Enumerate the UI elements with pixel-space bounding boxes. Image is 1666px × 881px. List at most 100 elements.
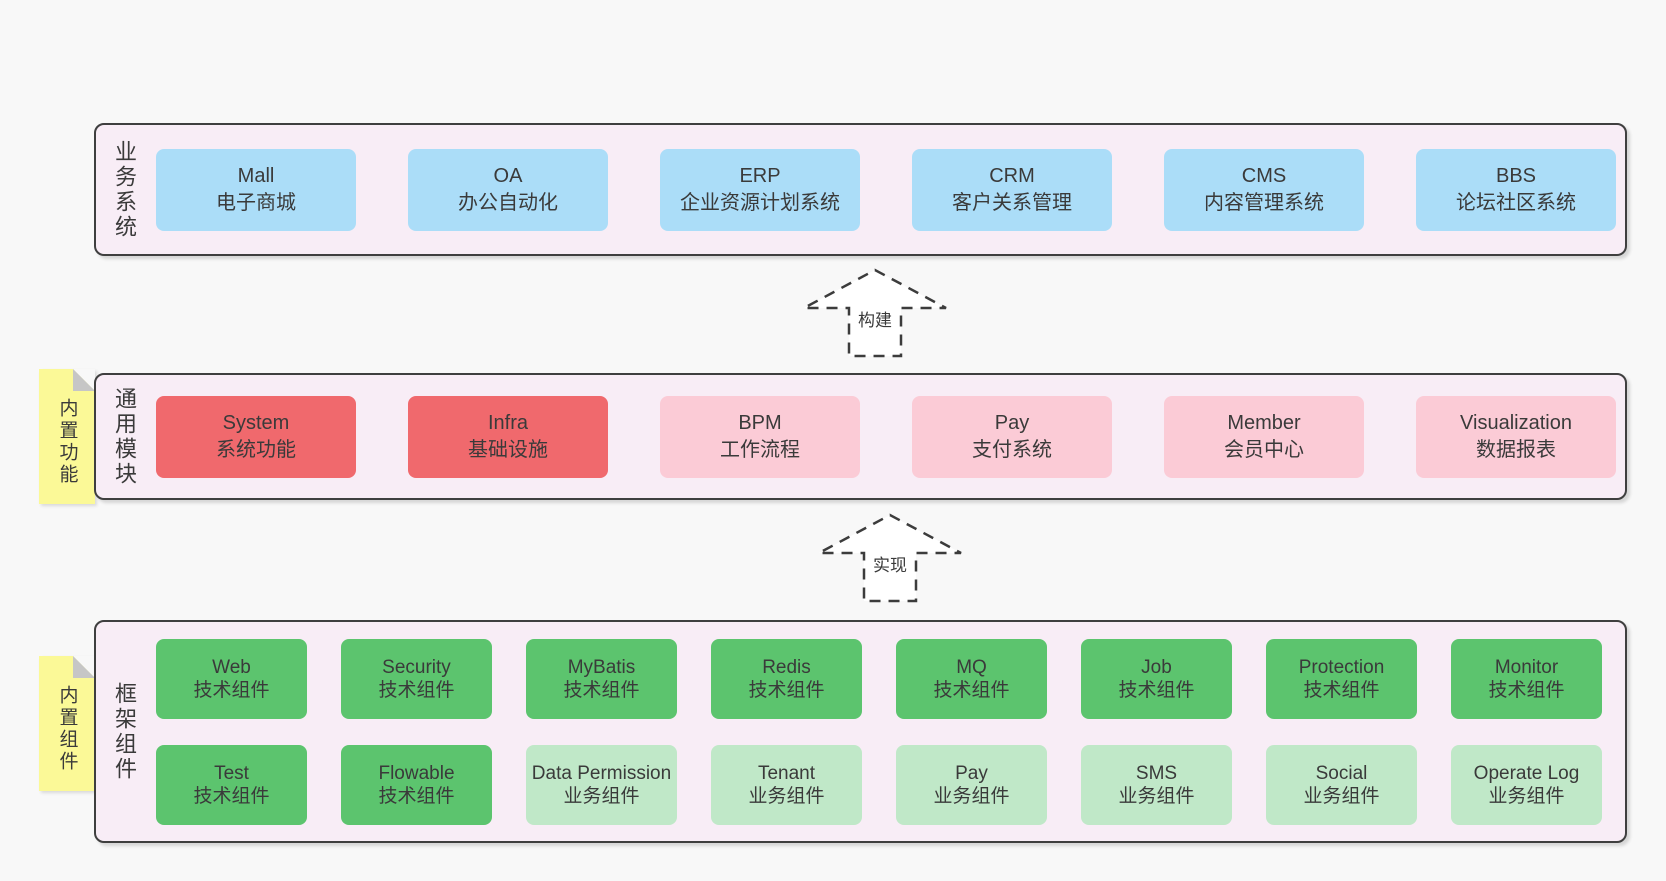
box-desc: 业务组件 — [563, 785, 640, 807]
sticky-note-built-in-features: 内置功能 — [39, 369, 95, 504]
sticky-label-built-in-features: 内置功能 — [56, 397, 78, 486]
box-desc: 业务组件 — [1118, 785, 1195, 807]
box-desc: 技术组件 — [933, 679, 1010, 701]
box-desc: 办公自动化 — [458, 191, 558, 214]
box-desc: 技术组件 — [1488, 679, 1565, 701]
box-name: CMS — [1241, 164, 1287, 187]
box-name: Web — [212, 656, 251, 678]
build-arrow: 构建 — [800, 267, 950, 359]
box-desc: 电子商城 — [216, 191, 296, 214]
sticky-note-built-in-components: 内置组件 — [39, 656, 95, 791]
box-system: System 系统功能 — [156, 395, 356, 478]
box-name: SMS — [1135, 762, 1178, 784]
box-name: Operate Log — [1473, 762, 1580, 784]
box-desc: 论坛社区系统 — [1456, 191, 1576, 214]
box-desc: 技术组件 — [563, 679, 640, 701]
box-bbs: BBS 论坛社区系统 — [1416, 148, 1616, 231]
box-oa: OA 办公自动化 — [408, 148, 608, 231]
box-desc: 会员中心 — [1224, 438, 1304, 461]
box-desc: 业务组件 — [1303, 785, 1380, 807]
box-pay: Pay 支付系统 — [912, 395, 1112, 478]
box-name: Member — [1227, 411, 1301, 434]
box-name: Flowable — [378, 762, 455, 784]
box-name: Test — [214, 762, 249, 784]
box-desc: 业务组件 — [933, 785, 1010, 807]
band-label-business-systems: 业务系统 — [112, 139, 137, 240]
box-name: Job — [1141, 656, 1172, 678]
box-name: Infra — [487, 411, 529, 434]
box-desc: 基础设施 — [468, 438, 548, 461]
box-desc: 技术组件 — [193, 679, 270, 701]
box-erp: ERP 企业资源计划系统 — [660, 148, 860, 231]
box-name: ERP — [739, 164, 781, 187]
band-business-systems: 业务系统 Mall 电子商城 OA 办公自动化 ERP 企业资源计划系统 CRM 客户关系管理… — [94, 123, 1627, 256]
band-label-common-modules: 通用模块 — [112, 386, 137, 487]
box-member: Member 会员中心 — [1164, 395, 1364, 478]
build-arrow-label: 构建 — [855, 305, 895, 332]
box-infra: Infra 基础设施 — [408, 395, 608, 478]
box-name: Security — [382, 656, 451, 678]
box-desc: 支付系统 — [972, 438, 1052, 461]
sticky-label-built-in-components: 内置组件 — [56, 684, 78, 773]
implement-arrow-label: 实现 — [870, 550, 910, 577]
box-name: MQ — [956, 656, 987, 678]
implement-arrow: 实现 — [815, 512, 965, 604]
band-content-business-systems: Mall 电子商城 OA 办公自动化 ERP 企业资源计划系统 CRM 客户关系管理 CMS 内容… — [156, 125, 1616, 254]
box-name: Mall — [237, 164, 275, 187]
box-name: BPM — [738, 411, 782, 434]
box-desc: 系统功能 — [216, 438, 296, 461]
box-name: Social — [1315, 762, 1368, 784]
box-desc: 内容管理系统 — [1204, 191, 1324, 214]
box-desc: 客户关系管理 — [952, 191, 1072, 214]
box-name: MyBatis — [567, 656, 636, 678]
box-name: OA — [493, 164, 523, 187]
box-name: Pay — [955, 762, 988, 784]
box-crm: CRM 客户关系管理 — [912, 148, 1112, 231]
band-label-framework-components: 框架组件 — [112, 681, 137, 782]
box-name: BBS — [1495, 164, 1537, 187]
box-desc: 技术组件 — [193, 785, 270, 807]
box-desc: 技术组件 — [378, 679, 455, 701]
box-desc: 企业资源计划系统 — [680, 191, 840, 214]
box-name: Visualization — [1460, 411, 1572, 434]
box-desc: 技术组件 — [1303, 679, 1380, 701]
box-name: Pay — [994, 411, 1030, 434]
box-name: System — [222, 411, 290, 434]
box-desc: 业务组件 — [748, 785, 825, 807]
box-cms: CMS 内容管理系统 — [1164, 148, 1364, 231]
box-name: Protection — [1298, 656, 1385, 678]
box-desc: 技术组件 — [378, 785, 455, 807]
box-desc: 技术组件 — [748, 679, 825, 701]
box-desc: 技术组件 — [1118, 679, 1195, 701]
box-name: Redis — [762, 656, 811, 678]
box-mall: Mall 电子商城 — [156, 148, 356, 231]
box-name: CRM — [989, 164, 1035, 187]
box-desc: 业务组件 — [1488, 785, 1565, 807]
component-row: Mall 电子商城 OA 办公自动化 ERP 企业资源计划系统 CRM 客户关系管理 CMS 内容… — [156, 148, 1616, 231]
